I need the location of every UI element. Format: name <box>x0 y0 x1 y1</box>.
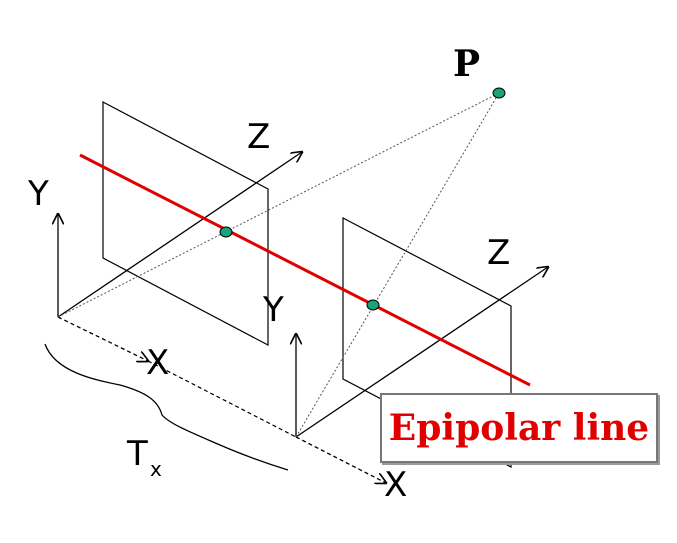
left-x-label: X <box>146 343 169 383</box>
baseline-brace <box>44 343 289 471</box>
left-projection-point <box>219 226 233 238</box>
epipolar-line <box>79 153 531 387</box>
ray-right-to-p <box>295 92 500 438</box>
left-y-label: Y <box>27 174 49 214</box>
epipolar-line-callout-text: Epipolar line <box>388 407 650 449</box>
left-image-plane <box>102 101 269 346</box>
right-x-label: X <box>384 465 407 505</box>
point-p <box>492 87 506 99</box>
left-z-label: Z <box>247 117 270 157</box>
left-z-axis <box>57 152 302 318</box>
left-x-axis <box>57 316 148 361</box>
ray-left-to-p <box>57 92 500 318</box>
right-z-label: Z <box>487 233 510 273</box>
point-p-label: P <box>453 43 480 85</box>
right-z-axis <box>295 267 548 438</box>
right-x-axis <box>295 436 386 483</box>
right-image-plane <box>342 217 512 468</box>
right-y-label: Y <box>262 290 284 330</box>
right-projection-point <box>366 299 380 311</box>
baseline-subscript: x <box>150 457 162 481</box>
baseline-dashed <box>147 360 297 438</box>
baseline-label: T <box>126 434 148 474</box>
epipolar-line-callout: Epipolar line <box>380 393 658 463</box>
